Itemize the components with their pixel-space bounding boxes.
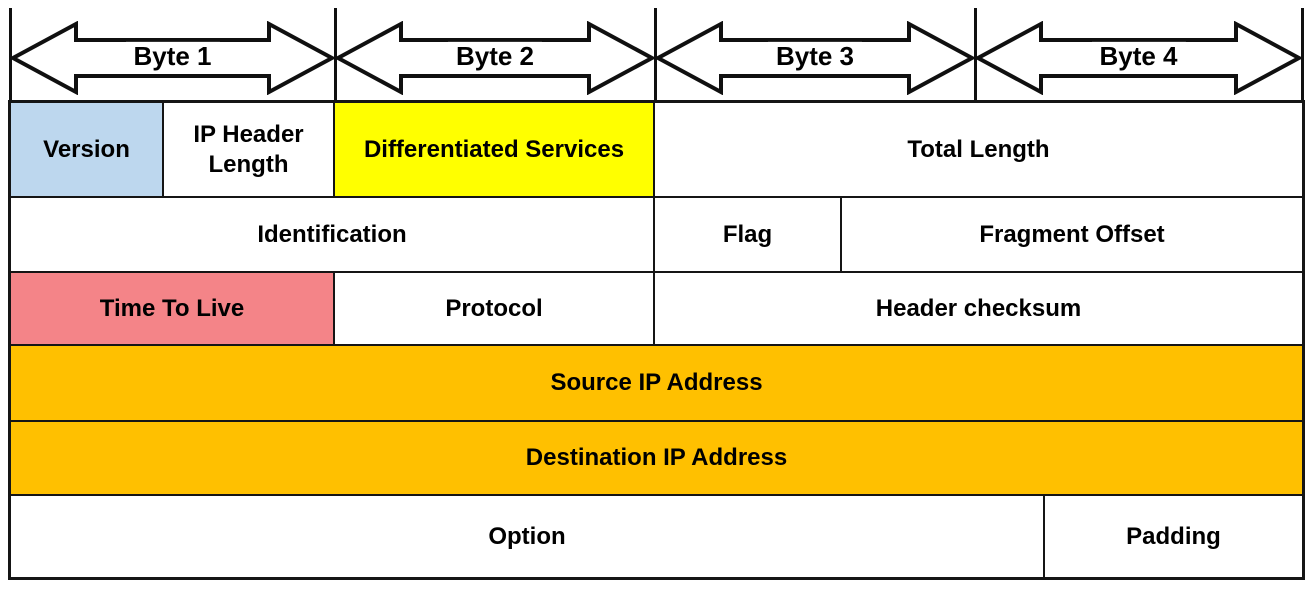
table-row: Option Padding (11, 496, 1302, 577)
cell-label: Fragment Offset (979, 220, 1165, 248)
byte-tick (1301, 8, 1304, 102)
cell-destination-ip-address: Destination IP Address (11, 422, 1302, 494)
cell-time-to-live: Time To Live (11, 273, 335, 344)
byte-tick (334, 8, 337, 102)
cell-source-ip-address: Source IP Address (11, 346, 1302, 420)
cell-label: Identification (257, 220, 407, 248)
cell-label: Destination IP Address (525, 444, 788, 471)
cell-label: Total Length (907, 135, 1050, 163)
cell-ip-header-length: IP Header Length (164, 103, 335, 196)
cell-protocol: Protocol (335, 273, 655, 344)
byte3-span: Byte 3 (655, 21, 975, 95)
cell-label: Differentiated Services (363, 135, 625, 163)
byte1-label: Byte 1 (125, 41, 220, 72)
cell-version: Version (11, 103, 164, 196)
cell-identification: Identification (11, 198, 655, 271)
cell-label: Option (488, 522, 566, 550)
byte2-span: Byte 2 (335, 21, 655, 95)
cell-label: Version (43, 135, 130, 163)
cell-label: IP Header Length (193, 120, 304, 178)
cell-label: Header checksum (875, 294, 1082, 322)
cell-label: Padding (1126, 522, 1221, 550)
header-fields-table: Version IP Header Length Differentiated … (8, 100, 1305, 580)
cell-total-length: Total Length (655, 103, 1302, 196)
cell-label: Source IP Address (550, 369, 763, 396)
byte4-label: Byte 4 (1091, 41, 1186, 72)
byte2-label: Byte 2 (447, 41, 543, 72)
cell-flag: Flag (655, 198, 842, 271)
cell-padding: Padding (1045, 496, 1302, 577)
byte1-span: Byte 1 (10, 21, 335, 95)
cell-label: Protocol (445, 294, 543, 322)
table-row: Time To Live Protocol Header checksum (11, 273, 1302, 346)
cell-header-checksum: Header checksum (655, 273, 1302, 344)
cell-label: Flag (722, 220, 773, 248)
byte4-span: Byte 4 (975, 21, 1302, 95)
cell-differentiated-services: Differentiated Services (335, 103, 655, 196)
table-row: Source IP Address (11, 346, 1302, 422)
cell-label: Time To Live (99, 294, 245, 322)
cell-fragment-offset: Fragment Offset (842, 198, 1302, 271)
byte-tick (9, 8, 12, 102)
table-row: Identification Flag Fragment Offset (11, 198, 1302, 273)
cell-option: Option (11, 496, 1045, 577)
byte-tick (654, 8, 657, 102)
table-row: Destination IP Address (11, 422, 1302, 496)
byte-tick (974, 8, 977, 102)
byte3-label: Byte 3 (767, 41, 863, 72)
table-row: Version IP Header Length Differentiated … (11, 103, 1302, 198)
